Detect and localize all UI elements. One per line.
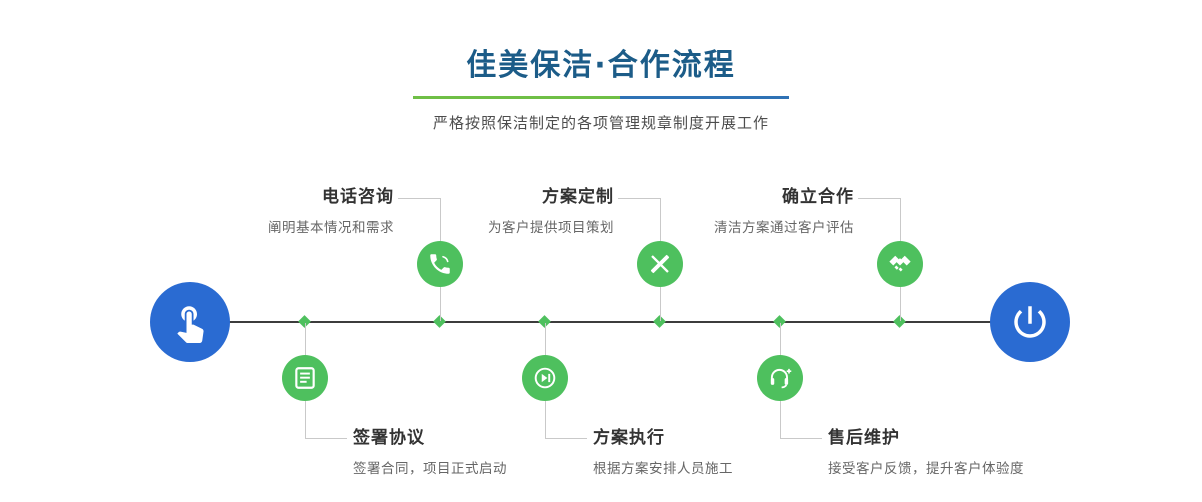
connector-line bbox=[780, 438, 822, 439]
step-node-plan bbox=[637, 241, 683, 287]
play-icon bbox=[534, 367, 556, 389]
step-node-agreement bbox=[282, 355, 328, 401]
connector-line bbox=[545, 323, 546, 355]
power-icon bbox=[1014, 306, 1046, 338]
connector-line bbox=[545, 401, 546, 438]
document-icon bbox=[295, 367, 315, 389]
step-title: 售后维护 bbox=[828, 428, 900, 448]
connector-line bbox=[545, 438, 587, 439]
phone-icon bbox=[430, 254, 450, 274]
connector-line bbox=[398, 198, 440, 199]
headset-icon bbox=[770, 368, 792, 389]
underline-green-segment bbox=[413, 96, 620, 99]
connector-line bbox=[305, 401, 306, 438]
step-desc: 接受客户反馈，提升客户体验度 bbox=[828, 461, 1024, 477]
handshake-icon bbox=[889, 255, 911, 272]
step-desc: 签署合同，项目正式启动 bbox=[353, 461, 507, 477]
step-label-agreement: 签署协议 签署合同，项目正式启动 bbox=[353, 427, 507, 477]
step-title: 方案定制 bbox=[542, 187, 614, 207]
page-subtitle: 严格按照保洁制定的各项管理规章制度开展工作 bbox=[432, 114, 769, 132]
connector-line bbox=[660, 198, 661, 241]
step-desc: 根据方案安排人员施工 bbox=[593, 461, 733, 477]
connector-line bbox=[780, 323, 781, 355]
step-desc: 阐明基本情况和需求 bbox=[268, 220, 394, 236]
timeline-start-node bbox=[150, 282, 230, 362]
step-title: 方案执行 bbox=[593, 428, 665, 448]
step-desc: 清洁方案通过客户评估 bbox=[714, 220, 854, 236]
step-node-aftersales bbox=[757, 355, 803, 401]
step-label-plan: 方案定制 为客户提供项目策划 bbox=[488, 186, 614, 236]
connector-line bbox=[618, 198, 660, 199]
connector-line bbox=[305, 438, 347, 439]
title-underline bbox=[413, 96, 789, 99]
step-title: 电话咨询 bbox=[322, 187, 394, 207]
step-title: 确立合作 bbox=[782, 187, 854, 207]
step-desc: 为客户提供项目策划 bbox=[488, 220, 614, 236]
connector-line bbox=[660, 287, 661, 321]
hand-pointer-icon bbox=[177, 306, 204, 343]
connector-line bbox=[780, 401, 781, 438]
step-title: 签署协议 bbox=[353, 428, 425, 448]
step-label-aftersales: 售后维护 接受客户反馈，提升客户体验度 bbox=[828, 427, 1024, 477]
step-node-phone bbox=[417, 241, 463, 287]
underline-blue-segment bbox=[619, 96, 789, 99]
connector-line bbox=[440, 198, 441, 241]
timeline-end-node bbox=[990, 282, 1070, 362]
step-label-execution: 方案执行 根据方案安排人员施工 bbox=[593, 427, 733, 477]
step-label-cooperation: 确立合作 清洁方案通过客户评估 bbox=[714, 186, 854, 236]
connector-line bbox=[900, 198, 901, 241]
pencil-ruler-icon bbox=[650, 254, 670, 274]
step-node-cooperation bbox=[877, 241, 923, 287]
page-title: 佳美保洁·合作流程 bbox=[466, 48, 736, 83]
connector-line bbox=[858, 198, 900, 199]
connector-line bbox=[305, 323, 306, 355]
step-label-phone: 电话咨询 阐明基本情况和需求 bbox=[268, 186, 394, 236]
timeline-line bbox=[190, 321, 1030, 323]
step-node-execution bbox=[522, 355, 568, 401]
connector-line bbox=[440, 287, 441, 321]
connector-line bbox=[900, 287, 901, 321]
